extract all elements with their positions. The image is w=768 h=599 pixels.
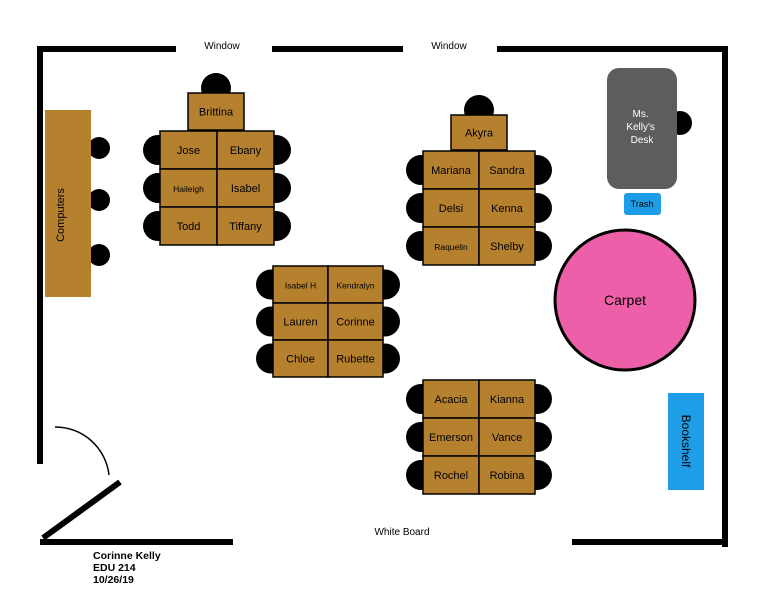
trash-can (624, 193, 661, 215)
student-desk (327, 339, 384, 378)
student-desk (159, 168, 218, 208)
computer-chair (88, 137, 110, 159)
student-name: Delsi (439, 203, 463, 215)
student-desk (216, 168, 275, 208)
wall-top-right (497, 46, 728, 52)
student-desk (159, 130, 218, 170)
teacher-desk-label: Ms. Kelly's Desk (626, 109, 657, 146)
teacher-desk-top (607, 68, 677, 189)
student-name: Tiffany (229, 221, 262, 233)
student-name: Lauren (283, 317, 317, 329)
student-desk (478, 188, 536, 228)
plan-date: 10/26/19 (93, 574, 134, 586)
teacher-desk-label-line: Desk (631, 135, 655, 146)
student-desk (422, 226, 480, 266)
student-desk-head (450, 114, 508, 151)
computer-chair (88, 244, 110, 266)
student-desk (478, 379, 536, 419)
computers-label: Computers (55, 188, 67, 242)
student-name: Todd (177, 221, 201, 233)
student-name: Haileigh (173, 184, 204, 194)
wall-bottom-left (40, 539, 233, 545)
trash-label: Trash (631, 199, 654, 209)
student-name: Kendralyn (336, 281, 375, 291)
wall-top-middle (272, 46, 403, 52)
student-name: Emerson (429, 432, 473, 444)
door-swing-arc (54, 426, 110, 476)
walls (37, 46, 728, 547)
student-name: Robina (490, 470, 526, 482)
wall-bottom-right (572, 539, 728, 545)
student-name: Isabel (231, 183, 260, 195)
wall-left (37, 46, 43, 464)
student-desk (159, 206, 218, 246)
author-name: Corinne Kelly (93, 550, 161, 562)
computer-table (45, 110, 91, 297)
student-desk (327, 265, 384, 304)
student-name: Corinne (336, 317, 375, 329)
teacher-desk-label-line: Ms. (633, 109, 649, 120)
window-label-left: Window (204, 41, 240, 52)
window-label-right: Window (431, 41, 467, 52)
computer-station: Computers (45, 110, 110, 297)
teacher-desk: Ms. Kelly's Desk (607, 68, 692, 189)
student-name: Sandra (489, 165, 525, 177)
student-desk (478, 455, 536, 495)
student-desk (478, 226, 536, 266)
student-desk-head (187, 92, 245, 131)
teacher-desk-label-line: Kelly's (626, 122, 655, 133)
white-board-label: White Board (374, 527, 429, 538)
student-desk (422, 150, 480, 190)
bookshelf-label: Bookshelf (679, 415, 693, 468)
student-desk (327, 302, 384, 341)
student-name: Jose (177, 145, 200, 157)
student-name: Akyra (465, 128, 494, 140)
student-name: Chloe (286, 354, 315, 366)
carpet (553, 228, 697, 372)
student-name: Mariana (431, 165, 472, 177)
student-name: Raquelin (434, 242, 468, 252)
student-name: Vance (492, 432, 522, 444)
footer-info: Corinne Kelly EDU 214 10/26/19 (93, 550, 161, 586)
computer-chair (88, 189, 110, 211)
student-name: Kenna (491, 203, 524, 215)
carpet-label: Carpet (604, 292, 646, 308)
student-desk (478, 150, 536, 190)
student-name: Ebany (230, 145, 262, 157)
student-name: Isabel H (285, 281, 316, 291)
student-name: Shelby (490, 241, 524, 253)
door-panel (41, 479, 122, 541)
student-name: Brittina (199, 107, 234, 119)
wall-top-left (37, 46, 176, 52)
wall-right (722, 46, 728, 547)
student-desk (422, 188, 480, 228)
student-desk (216, 206, 275, 246)
student-name: Rochel (434, 470, 468, 482)
bookshelf (668, 393, 704, 490)
course-code: EDU 214 (93, 562, 136, 574)
student-name: Kianna (490, 394, 525, 406)
student-name: Rubette (336, 354, 375, 366)
student-name: Acacia (434, 394, 468, 406)
